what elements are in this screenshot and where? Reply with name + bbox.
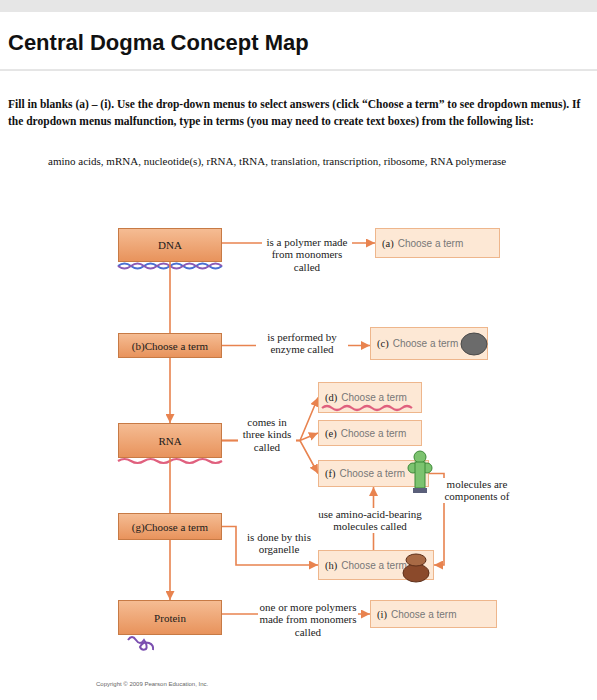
concept-name: DNA bbox=[158, 239, 182, 251]
concept-name: (b) bbox=[132, 340, 145, 352]
page-title: Central Dogma Concept Map bbox=[8, 30, 588, 56]
term-dropdown: Choose a term bbox=[341, 428, 407, 439]
connector-arrow bbox=[222, 527, 318, 566]
term-dropdown: Choose a term bbox=[393, 338, 459, 349]
concept-box: (g)Choose a term bbox=[118, 513, 222, 540]
blank-letter: (i) bbox=[377, 609, 387, 620]
connector-arrow bbox=[169, 540, 171, 600]
answer-box: (f) Choose a term bbox=[318, 460, 429, 487]
polymerase-icon bbox=[461, 333, 487, 355]
instructions: Fill in blanks (a) – (i). Use the drop-d… bbox=[8, 96, 593, 129]
title-rule bbox=[0, 70, 597, 71]
blank-letter: (a) bbox=[382, 238, 394, 249]
concept-name: (g) bbox=[132, 521, 145, 533]
term-dropdown: Choose a term bbox=[391, 609, 457, 620]
connector-arrow bbox=[169, 358, 171, 423]
answer-box: (h) Choose a term bbox=[318, 550, 434, 580]
linking-phrase: is a polymer made from monomers called bbox=[262, 236, 352, 273]
mrna-strand bbox=[322, 406, 412, 410]
linking-phrase: is done by this organelle bbox=[242, 531, 316, 556]
rna-strand bbox=[118, 459, 222, 463]
blank-letter: (h) bbox=[325, 560, 337, 571]
linking-phrase: use amino-acid-bearing molecules called bbox=[314, 508, 426, 533]
concept-name: RNA bbox=[158, 435, 181, 447]
blank-letter: (d) bbox=[325, 392, 337, 403]
concept-name: Choose a term bbox=[145, 340, 209, 352]
linking-phrase: one or more polymers made from monomers … bbox=[258, 601, 358, 638]
concept-box: (b)Choose a term bbox=[118, 333, 222, 358]
connector-arrow bbox=[169, 262, 171, 333]
protein-chain bbox=[128, 637, 153, 650]
answer-box: (e) Choose a term bbox=[318, 420, 422, 446]
concept-box: RNA bbox=[118, 423, 222, 458]
answer-box: (c) Choose a term bbox=[370, 327, 488, 360]
concept-name: Protein bbox=[154, 612, 186, 624]
blank-letter: (f) bbox=[325, 468, 336, 479]
concept-box: DNA bbox=[118, 228, 222, 262]
answer-box: (d) Choose a term bbox=[318, 382, 422, 413]
concept-name: Choose a term bbox=[145, 521, 209, 533]
copyright-note: Copyright © 2009 Pearson Education, Inc. bbox=[96, 681, 296, 687]
dna-helix bbox=[118, 264, 222, 269]
linking-phrase: comes in three kinds called bbox=[238, 416, 296, 453]
linking-phrase: is performed by enzyme called bbox=[256, 331, 348, 356]
connector-arrow bbox=[169, 458, 171, 513]
linking-phrase: molecules are components of bbox=[438, 478, 516, 503]
term-dropdown: Choose a term bbox=[341, 560, 407, 571]
toolbar-strip bbox=[0, 0, 597, 12]
trna-icon bbox=[408, 451, 432, 493]
term-list: amino acids, mRNA, nucleotide(s), rRNA, … bbox=[48, 155, 588, 167]
term-dropdown: Choose a term bbox=[340, 468, 406, 479]
term-dropdown: Choose a term bbox=[341, 392, 407, 403]
answer-box: (i) Choose a term bbox=[370, 600, 497, 628]
answer-box: (a) Choose a term bbox=[375, 228, 500, 258]
term-dropdown: Choose a term bbox=[398, 238, 464, 249]
blank-letter: (e) bbox=[325, 428, 337, 439]
concept-box: Protein bbox=[118, 600, 222, 635]
ribosome-icon bbox=[403, 554, 429, 582]
blank-letter: (c) bbox=[377, 338, 389, 349]
